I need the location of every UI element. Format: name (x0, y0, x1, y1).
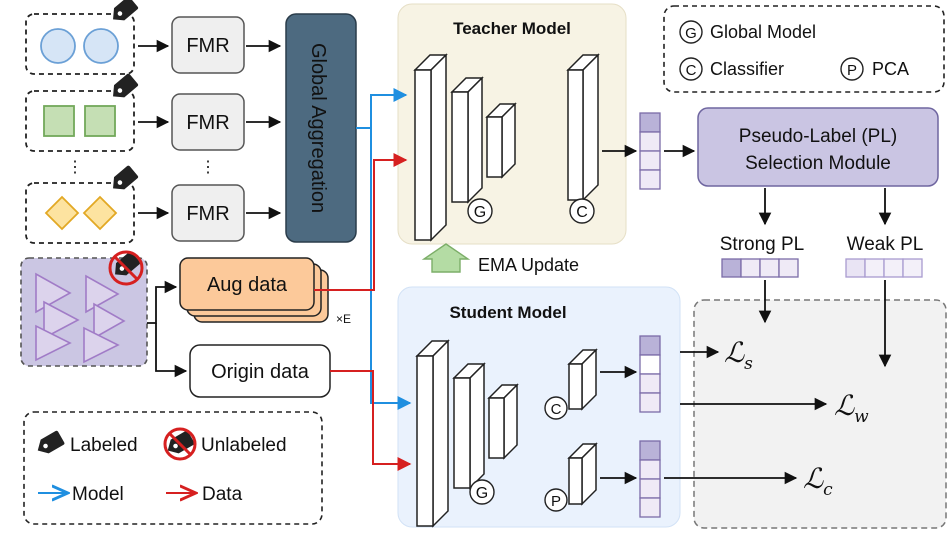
triangle-shape (43, 300, 80, 340)
client-2-square-b (84, 105, 116, 137)
svg-text:Global Aggregation: Global Aggregation (307, 43, 329, 213)
ema-update: EMA Update (421, 243, 579, 275)
svg-text:Selection Module: Selection Module (745, 153, 891, 174)
student-global-badge: G (469, 479, 495, 505)
svg-text:ℒc: ℒc (803, 462, 833, 500)
svg-text:FMR: FMR (186, 112, 229, 134)
svg-text:C: C (686, 62, 697, 79)
triangle-shape (35, 324, 72, 362)
model-flow-to-teacher (356, 88, 408, 129)
loss-lw: ℒw (834, 389, 869, 427)
triangle-shape (93, 302, 126, 340)
legend-pca-label: PCA (872, 59, 909, 79)
unlabeled-legend-icon (163, 427, 197, 461)
strong-pl-vector (721, 258, 799, 278)
svg-text:G: G (476, 485, 488, 502)
model-flow-to-student (370, 128, 412, 410)
legend-data: Data (202, 484, 243, 505)
student-classifier-badge: C (544, 396, 568, 420)
client-3-diamond-a (44, 195, 80, 231)
strong-pl-label: Strong PL (720, 234, 805, 255)
legend-classifier-badge: C (679, 57, 703, 81)
fmr-box-2: FMR (171, 93, 245, 151)
student-pca-output (639, 440, 661, 518)
client-3-diamond-b (82, 195, 118, 231)
legend-unlabeled: Unlabeled (201, 435, 287, 456)
svg-text:ℒw: ℒw (834, 389, 869, 427)
client-2-square-a (43, 105, 75, 137)
aug-multiplier: ×E (336, 312, 351, 326)
unlabeled-client (20, 250, 148, 367)
svg-text:Origin data: Origin data (211, 361, 310, 383)
svg-text:P: P (551, 493, 561, 510)
svg-text:FMR: FMR (186, 35, 229, 57)
svg-text:Pseudo-Label (PL): Pseudo-Label (PL) (739, 126, 897, 147)
student-pca-badge: P (544, 488, 568, 512)
legend-classifier-label: Classifier (710, 59, 784, 79)
svg-text:FMR: FMR (186, 203, 229, 225)
teacher-output-vector (639, 112, 661, 190)
global-aggregation-box: Global Aggregation (285, 13, 357, 243)
client-1-circle-b (83, 28, 119, 64)
legend-pca-badge: P (840, 57, 864, 81)
aug-data-stack: Aug data ×E (179, 257, 351, 326)
svg-text:C: C (551, 401, 562, 418)
fmr-dots: ⋮ (200, 159, 216, 176)
student-title: Student Model (449, 303, 566, 322)
teacher-classifier-badge: C (569, 198, 595, 224)
teacher-model-panel: Teacher Model G C (397, 3, 627, 245)
client-dots: ⋮ (67, 159, 83, 176)
weak-pl-vector (845, 258, 923, 278)
loss-ls: ℒs (724, 336, 753, 374)
teacher-classifier (566, 53, 600, 202)
client-1 (25, 0, 139, 75)
svg-text:C: C (576, 204, 588, 221)
legend-model: Model (72, 484, 124, 505)
client-3 (25, 164, 139, 244)
data-flow-to-teacher (314, 153, 408, 291)
svg-text:EMA Update: EMA Update (478, 255, 579, 275)
unlabeled-icon (108, 250, 144, 286)
fmr-box-1: FMR (171, 16, 245, 74)
student-classifier (567, 348, 598, 411)
fmr-box-3: FMR (171, 184, 245, 242)
client-1-circle-a (40, 28, 76, 64)
client-2 (25, 72, 139, 152)
legend-top: G Global Model C Classifier P PCA (663, 5, 945, 93)
svg-text:G: G (685, 25, 697, 42)
origin-data-box: Origin data (189, 344, 331, 398)
ema-arrow-icon (421, 243, 471, 273)
labeled-tag-icon (107, 0, 139, 26)
teacher-backbone (413, 53, 517, 242)
svg-text:ℒs: ℒs (724, 336, 753, 374)
teacher-global-badge: G (467, 198, 493, 224)
data-flow-to-student (330, 370, 412, 471)
legend-labeled: Labeled (70, 435, 138, 456)
loss-lc: ℒc (803, 462, 833, 500)
legend-bottom: Labeled Unlabeled Model Data (23, 411, 323, 525)
student-classifier-output (639, 335, 661, 413)
student-backbone (415, 339, 519, 528)
weak-pl-label: Weak PL (847, 234, 924, 255)
teacher-title: Teacher Model (453, 19, 571, 38)
triangle-shape (85, 274, 120, 314)
svg-text:G: G (474, 204, 486, 221)
legend-global-badge: G (679, 20, 703, 44)
student-pca (567, 442, 598, 506)
svg-text:P: P (847, 62, 857, 79)
triangle-shape (83, 326, 120, 364)
student-model-panel: Student Model G C P (397, 286, 681, 528)
legend-global-label: Global Model (710, 22, 816, 42)
pl-selection-module: Pseudo-Label (PL) Selection Module (697, 107, 939, 187)
aug-data-label: Aug data (207, 274, 288, 296)
